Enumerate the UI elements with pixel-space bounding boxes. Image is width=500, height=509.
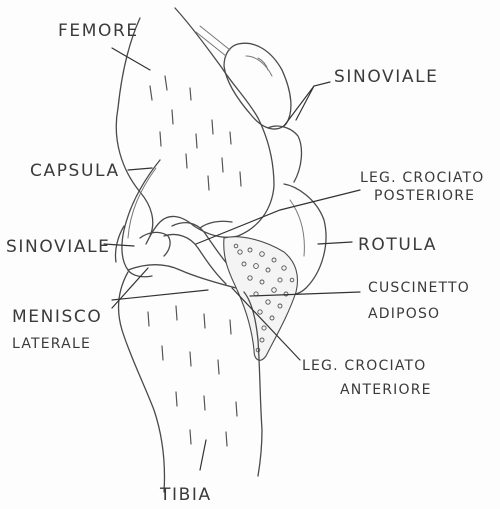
joint-capsule: [114, 159, 161, 271]
femur-bone: [115, 7, 275, 245]
label-cuscinetto-1: CUSCINETTO: [368, 280, 470, 296]
label-cuscinetto-2: ADIPOSO: [368, 306, 440, 322]
label-menisco-1: MENISCO: [12, 307, 102, 327]
label-femore: FEMORE: [58, 21, 139, 41]
label-menisco-2: LATERALE: [12, 336, 91, 352]
label-sinoviale-top: SINOVIALE: [334, 67, 439, 87]
infrapatellar-fat-pad: [223, 236, 299, 361]
label-lca-2: ANTERIORE: [340, 382, 432, 398]
label-rotula: ROTULA: [358, 235, 437, 255]
lateral-meniscus: [127, 264, 245, 291]
label-capsula: CAPSULA: [30, 161, 120, 181]
label-lcp-1: LEG. CROCIATO: [360, 170, 484, 186]
leader-lines: [103, 47, 361, 471]
label-lca-1: LEG. CROCIATO: [302, 358, 426, 374]
labels: FEMORE SINOVIALE CAPSULA LEG. CROCIATO P…: [6, 21, 484, 505]
tibia-bone: [117, 271, 263, 493]
label-sinoviale-left: SINOVIALE: [6, 237, 111, 257]
label-lcp-2: POSTERIORE: [374, 188, 475, 204]
label-tibia: TIBIA: [159, 485, 212, 505]
